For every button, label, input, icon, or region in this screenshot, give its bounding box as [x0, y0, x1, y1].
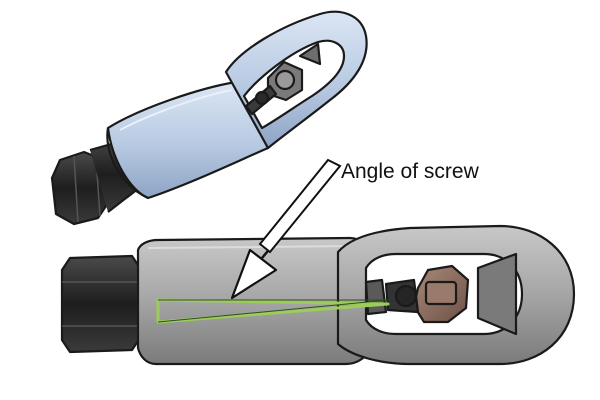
bottom-yoke	[336, 224, 576, 366]
bottom-nut-splitter	[60, 224, 576, 366]
callout-arrow	[230, 158, 342, 300]
top-body	[106, 80, 270, 200]
annotation-label: Angle of screw	[341, 160, 479, 183]
top-nut-splitter	[50, 10, 368, 226]
top-yoke	[224, 10, 368, 150]
bottom-drive-nut	[60, 254, 142, 354]
screw-angle-wedge	[156, 298, 390, 324]
